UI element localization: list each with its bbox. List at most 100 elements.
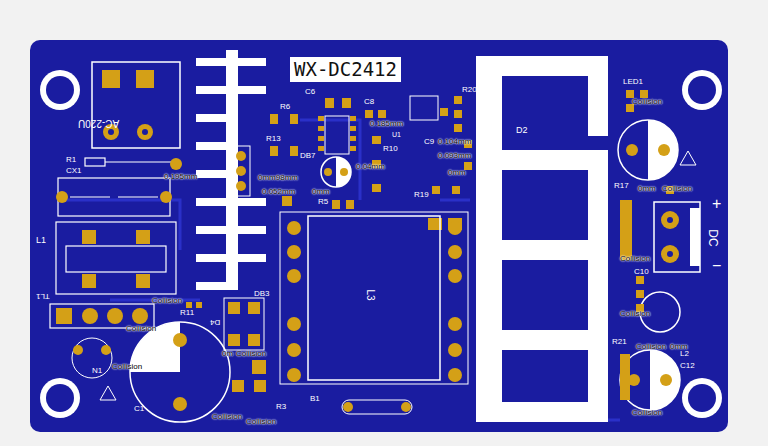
esd-symbols-part xyxy=(100,386,116,400)
silkscreen-label: C8 xyxy=(364,98,374,106)
silkscreen-label: TL1 xyxy=(36,292,50,300)
esd-symbols xyxy=(100,151,696,400)
transformer-pads-part xyxy=(448,245,462,259)
smd-pads-part xyxy=(454,124,462,132)
pads-tl1-part xyxy=(132,308,148,324)
pads-bottom-part xyxy=(232,380,244,392)
smd-pads-part xyxy=(365,110,373,118)
fuse-cx1-part xyxy=(85,158,105,166)
smd-pads-part xyxy=(452,186,460,194)
pads-right-part xyxy=(626,144,638,156)
thermistor-n1-part xyxy=(72,338,112,378)
silkscreen-label: D4 xyxy=(210,318,220,326)
silkscreen-label: R19 xyxy=(414,191,429,199)
transformer-pads-part xyxy=(448,269,462,283)
mounting-holes xyxy=(40,70,722,418)
silkscreen-label: D2 xyxy=(516,126,528,135)
transformer-pads-part xyxy=(287,343,301,357)
drc-marker: Collision xyxy=(620,310,650,318)
transformer-pads-part xyxy=(448,368,462,382)
smd-pads-part xyxy=(440,108,448,116)
smd-pads-part xyxy=(318,146,324,151)
left-heatsink xyxy=(196,50,266,290)
choke-l1 xyxy=(56,222,176,294)
drc-marker: 0.04mm xyxy=(356,163,385,171)
resistor-r3-part xyxy=(343,402,353,412)
ac-terminal-part xyxy=(142,129,148,135)
silkscreen-label: L2 xyxy=(680,350,689,358)
thermistor-n1-part xyxy=(73,345,83,355)
db7-cap-part xyxy=(340,168,348,176)
db7-cap-part xyxy=(324,168,332,176)
db3-outline xyxy=(224,298,264,350)
right-heatsink-part xyxy=(588,350,608,402)
right-heatsink-part xyxy=(502,150,608,170)
pads-l1-part xyxy=(136,274,150,288)
smd-pads-part xyxy=(342,98,351,108)
smd-pads-part xyxy=(318,126,324,131)
mounting-holes-part xyxy=(688,384,716,412)
q1-pads-part xyxy=(232,146,250,196)
bridge-db3-part xyxy=(228,302,240,314)
smd-pads-part xyxy=(350,136,356,141)
silkscreen-label: C6 xyxy=(305,88,315,96)
pad xyxy=(160,191,172,203)
fuse-cx1-part xyxy=(70,196,110,197)
pads-right-part xyxy=(640,90,648,98)
transformer-l3 xyxy=(280,212,468,384)
drc-marker: Collision xyxy=(126,325,156,333)
drc-marker: 0m xyxy=(222,350,233,358)
silkscreen-label: LED1 xyxy=(623,78,643,86)
bridge-db3-part xyxy=(228,334,240,346)
silkscreen-label: R20 xyxy=(462,86,477,94)
drc-marker: 0mm98mm xyxy=(258,174,298,182)
q1-pads xyxy=(232,146,250,196)
silkscreen-label: DB3 xyxy=(254,290,270,298)
ac-terminal-part xyxy=(108,129,114,135)
pads-right-part xyxy=(620,354,630,400)
silkscreen-label: CX1 xyxy=(66,167,82,175)
db7-cap xyxy=(321,157,351,187)
silkscreen-label: + xyxy=(712,196,721,212)
silkscreen-label: R13 xyxy=(266,135,281,143)
right-heatsink-part xyxy=(588,260,608,330)
mounting-holes-part xyxy=(40,378,80,418)
output-caps-part xyxy=(618,120,678,180)
input-cap-c1-part xyxy=(130,322,230,422)
pads-bottom-part xyxy=(196,302,202,308)
ac-terminal-part xyxy=(136,70,154,88)
pads-l1-part xyxy=(82,230,96,244)
transformer-l3-part xyxy=(280,212,468,384)
ac-terminal-part xyxy=(102,70,120,88)
pad xyxy=(170,158,182,170)
pads-tl1 xyxy=(56,308,148,324)
smd-pads-part xyxy=(290,114,298,124)
pads-right-part xyxy=(658,144,670,156)
ac-terminal-part xyxy=(92,62,180,148)
silkscreen-label: R5 xyxy=(318,198,328,206)
smd-pads-part xyxy=(270,114,278,124)
silkscreen-label: L3 xyxy=(365,289,375,300)
drc-marker: 0mm xyxy=(638,185,656,193)
smd-pads-part xyxy=(432,186,440,194)
pads-right-part xyxy=(636,276,644,284)
pads-l1 xyxy=(82,230,150,288)
dc-terminal-part xyxy=(661,245,679,263)
drc-marker: Collision xyxy=(620,255,650,263)
dc-terminal-part xyxy=(690,208,700,266)
left-heatsink-part xyxy=(196,198,266,206)
smd-pads-part xyxy=(372,184,381,192)
resistor-r3-part xyxy=(342,400,412,414)
drc-marker: Collision xyxy=(246,418,276,426)
pads-right-part xyxy=(636,290,644,298)
cap-polarity xyxy=(648,120,678,180)
bridge-db3 xyxy=(228,302,260,346)
transformer-pads-part xyxy=(287,245,301,259)
fuse-cx1-part xyxy=(105,161,172,162)
copper-traces xyxy=(60,120,620,420)
choke-l1-part xyxy=(66,246,166,272)
silkscreen-label: C9 xyxy=(424,138,434,146)
silkscreen-label: R6 xyxy=(280,103,290,111)
choke-l1-part xyxy=(56,222,176,294)
